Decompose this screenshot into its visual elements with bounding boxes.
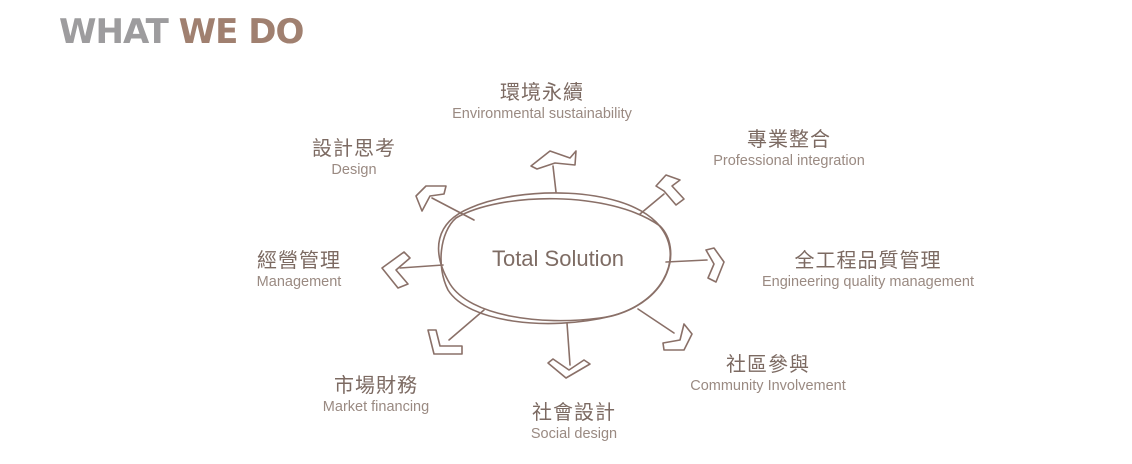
arrow-design xyxy=(415,185,475,221)
branch-environment-zh: 環境永續 xyxy=(500,80,584,104)
branch-management-zh: 經營管理 xyxy=(257,248,341,272)
branch-social-en: Social design xyxy=(530,426,618,442)
arrow-management xyxy=(381,251,444,289)
arrow-community xyxy=(637,308,693,351)
branch-engineering-en: Engineering quality management xyxy=(762,274,974,290)
branch-environment: 環境永續 Environmental sustainability xyxy=(434,80,650,124)
page-title: WHAT WE DO xyxy=(59,10,305,54)
arrow-market xyxy=(427,309,485,355)
arrow-environment xyxy=(530,150,577,193)
title-what: WHAT xyxy=(59,12,169,52)
branch-management: 經營管理 Management xyxy=(244,248,354,292)
branch-design: 設計思考 Design xyxy=(300,136,408,180)
branch-engineering: 全工程品質管理 Engineering quality management xyxy=(740,248,996,292)
branch-professional: 專業整合 Professional integration xyxy=(696,127,882,171)
center-ellipse xyxy=(437,192,672,325)
branch-community-en: Community Involvement xyxy=(690,378,846,394)
branch-community-zh: 社區參與 xyxy=(726,352,810,376)
branch-community: 社區參與 Community Involvement xyxy=(670,352,866,396)
branch-professional-en: Professional integration xyxy=(713,153,865,169)
branch-social: 社會設計 Social design xyxy=(514,400,634,444)
center-label: Total Solution xyxy=(491,246,625,271)
branch-design-en: Design xyxy=(331,162,377,178)
branch-management-en: Management xyxy=(256,274,342,290)
branch-market: 市場財務 Market financing xyxy=(306,373,446,417)
branch-environment-en: Environmental sustainability xyxy=(452,106,632,122)
branch-market-en: Market financing xyxy=(322,399,430,415)
arrow-professional xyxy=(639,174,685,215)
branch-professional-zh: 專業整合 xyxy=(747,127,831,151)
arrow-social xyxy=(547,322,591,379)
title-we-do: WE DO xyxy=(178,12,305,52)
branch-market-zh: 市場財務 xyxy=(334,373,418,397)
branch-engineering-zh: 全工程品質管理 xyxy=(794,248,942,272)
branch-social-zh: 社會設計 xyxy=(532,400,616,424)
branch-design-zh: 設計思考 xyxy=(312,136,396,160)
arrow-engineering xyxy=(665,247,725,283)
